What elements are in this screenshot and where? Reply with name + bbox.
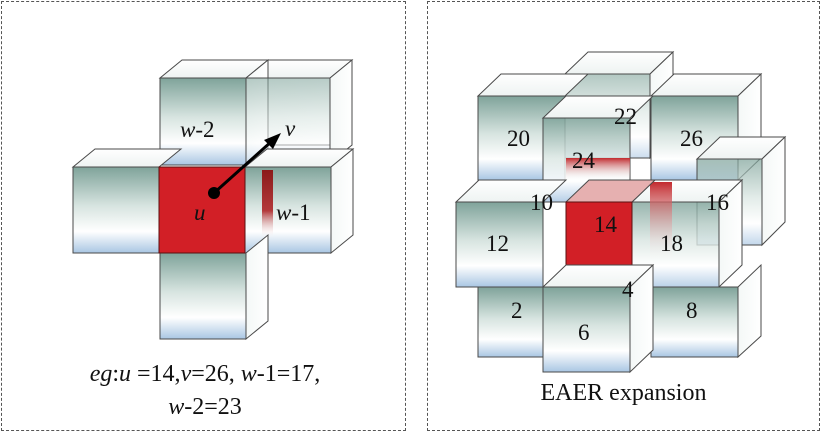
left-caption-line-1: eg:u =14,v=26, w-1=17, bbox=[89, 361, 321, 387]
num-4: 4 bbox=[622, 277, 634, 302]
cube-8 bbox=[650, 263, 762, 359]
right-cube-diagram bbox=[454, 50, 787, 374]
num-2: 2 bbox=[511, 298, 523, 323]
w1-red-strip bbox=[262, 170, 273, 238]
num-16: 16 bbox=[706, 190, 729, 215]
num-8: 8 bbox=[686, 298, 698, 323]
num-18: 18 bbox=[660, 231, 683, 256]
num-10: 10 bbox=[530, 190, 553, 215]
label-w-minus-2: w-2 bbox=[180, 117, 215, 142]
arrow-u-to-v bbox=[208, 133, 281, 199]
label-w-minus-1: w-1 bbox=[276, 200, 311, 225]
node-u bbox=[208, 187, 220, 199]
left-cube-diagram bbox=[71, 58, 355, 341]
num-24: 24 bbox=[572, 148, 596, 173]
cube-18 bbox=[630, 178, 744, 289]
num-12: 12 bbox=[486, 231, 509, 256]
cube-w-minus-2 bbox=[158, 58, 331, 167]
num-22: 22 bbox=[614, 104, 637, 129]
num-26: 26 bbox=[680, 126, 703, 151]
num-20: 20 bbox=[507, 126, 530, 151]
cube-left bbox=[71, 148, 183, 254]
cube-bottom bbox=[159, 233, 269, 341]
right-caption: EAER expansion bbox=[540, 380, 707, 406]
cube-6 bbox=[541, 263, 655, 374]
right-number-labels: 20 22 26 24 10 16 12 14 18 4 2 8 6 bbox=[486, 104, 729, 345]
num-14: 14 bbox=[594, 212, 618, 237]
left-caption-line-2: w-2=23 bbox=[168, 394, 242, 420]
cube-center-u bbox=[158, 166, 246, 254]
label-u: u bbox=[194, 200, 206, 225]
label-v: v bbox=[285, 116, 296, 141]
num-6: 6 bbox=[578, 320, 590, 345]
cube-12 bbox=[454, 179, 568, 288]
